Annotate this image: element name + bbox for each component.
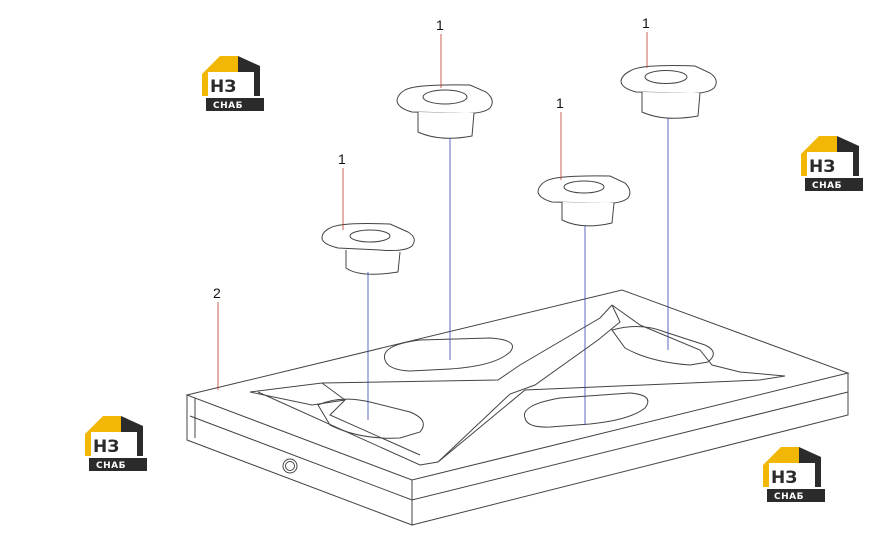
watermark-logo-bottom-right: НЗ СНАБ [763, 447, 825, 502]
callout-part-1-center: 1 [436, 17, 444, 33]
callout-part-1-right-back: 1 [642, 15, 650, 31]
leader-lines [217, 32, 648, 390]
callout-part-2: 2 [213, 285, 221, 301]
side-hole [282, 458, 298, 474]
spacer-block-left [321, 223, 415, 275]
pocket-right [611, 326, 714, 366]
spacer-block-right-front [537, 175, 631, 227]
spacer-block-right-back [620, 65, 717, 119]
x-groove [249, 304, 786, 466]
watermark-logo-bottom-left: НЗ СНАБ [85, 416, 147, 471]
logo-brand-text: СНАБ [812, 181, 842, 191]
logo-mark-text: НЗ [93, 437, 119, 457]
watermark-logo-top-right: НЗ СНАБ [801, 136, 863, 191]
watermark-logo-top-left: НЗ СНАБ [202, 56, 264, 111]
assembly-lines [367, 118, 669, 425]
logo-brand-text: СНАБ [213, 101, 243, 111]
logo-brand-text: СНАБ [96, 461, 126, 471]
slot-right [523, 392, 649, 428]
slot-left [383, 337, 513, 372]
logo-mark-text: НЗ [771, 468, 797, 488]
callout-part-1-right-front: 1 [556, 95, 564, 111]
pocket-left [317, 398, 424, 439]
base-plate [185, 289, 850, 526]
logo-mark-text: НЗ [809, 157, 835, 177]
logo-mark-text: НЗ [210, 77, 236, 97]
spacer-block-center [396, 84, 493, 139]
callout-part-1-left: 1 [338, 151, 346, 167]
logo-brand-text: СНАБ [774, 492, 804, 502]
